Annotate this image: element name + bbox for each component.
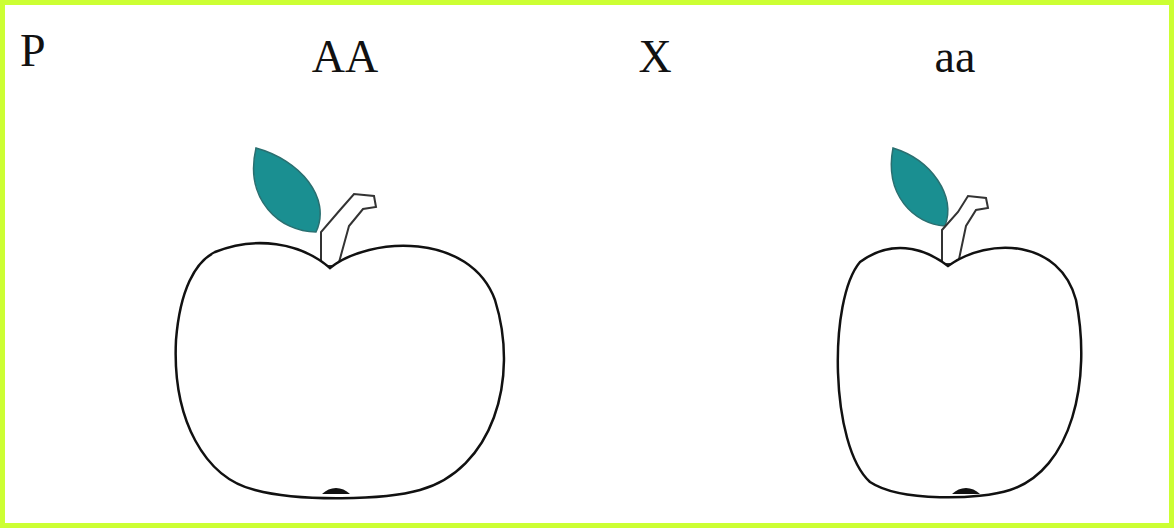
leaf	[891, 148, 947, 226]
apple-right	[838, 148, 1081, 497]
blossom-end	[952, 488, 980, 494]
apple-body	[838, 248, 1081, 498]
generation-label: P	[20, 28, 46, 74]
cross-symbol: X	[638, 34, 671, 80]
frame	[3, 3, 1172, 526]
leaf	[254, 148, 321, 232]
blossom-end	[322, 488, 350, 494]
apple-body	[176, 243, 504, 498]
apple-left	[176, 148, 504, 498]
genotype-label: aa	[935, 34, 976, 80]
genotype-label: AA	[312, 34, 378, 80]
